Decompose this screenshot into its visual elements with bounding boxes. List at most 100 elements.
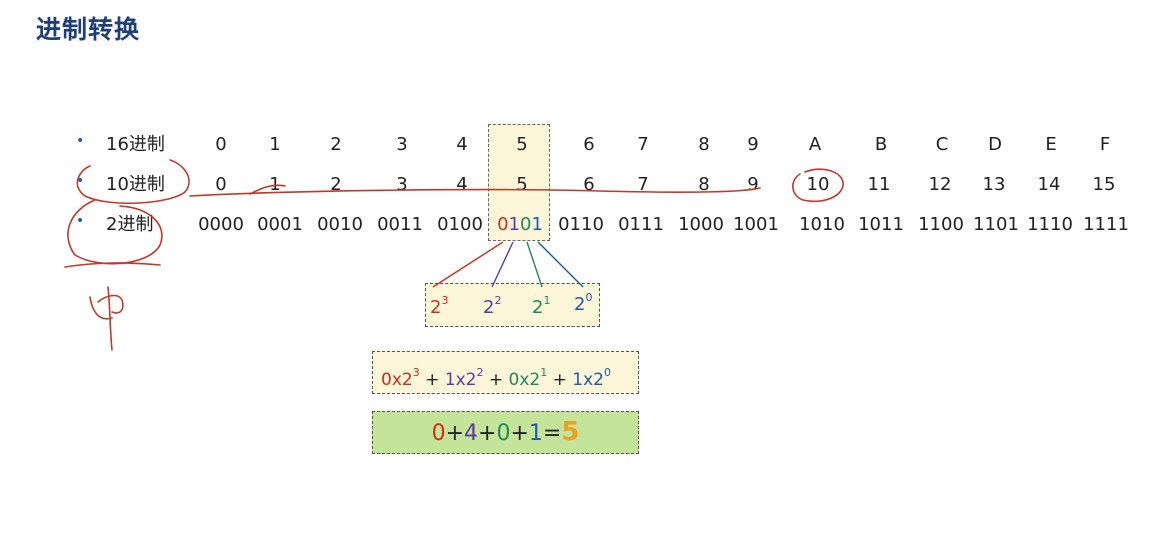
bin-cell: 0000 [198, 214, 244, 235]
bin-cell: 1101 [973, 214, 1019, 235]
dec-row-strike [189, 187, 761, 197]
hex-cell: B [874, 134, 888, 155]
ten-circle [792, 168, 844, 202]
hex-cell: D [988, 134, 1002, 155]
dec-cell: 0 [215, 174, 227, 195]
bin-cell: 0011 [377, 214, 423, 235]
bin-cell: 1100 [918, 214, 964, 235]
plus-sign: + [445, 421, 465, 446]
hex-cell: 4 [456, 134, 468, 155]
bin-digit-4s: 1 [508, 214, 520, 235]
plus-sign: + [510, 421, 529, 446]
bin-cell: 1010 [799, 214, 845, 235]
bin-cell: 1110 [1027, 214, 1073, 235]
page-title: 进制转换 [36, 15, 141, 44]
bin-digit-1s: 1 [531, 214, 543, 235]
hex-cell: 0 [215, 134, 227, 155]
expr-term: 1x20 [572, 366, 611, 390]
powers-box: 23 22 21 20 [425, 283, 600, 327]
underline-stroke [64, 262, 161, 268]
hex-cell: F [1099, 134, 1111, 155]
connector-line-purple [491, 241, 514, 288]
dec-cell: 15 [1092, 174, 1116, 195]
dec-row-label: 10进制 [106, 174, 165, 195]
bin-cell: 0001 [257, 214, 303, 235]
bin-cell: 1000 [678, 214, 724, 235]
bin-cell: 1011 [858, 214, 904, 235]
connector-line-blue [537, 241, 584, 288]
connector-line-green [526, 241, 543, 288]
bin-cell: 1001 [733, 214, 779, 235]
dec-cell: 4 [456, 174, 468, 195]
bin-row-label: 2进制 [106, 214, 154, 235]
hex-cell: 2 [330, 134, 342, 155]
dec-cell: 3 [396, 174, 408, 195]
sum-result: 5 [561, 417, 580, 447]
hex-cell: 3 [396, 134, 408, 155]
hex-row: • 16进制 0 1 2 3 4 5 6 7 8 9 A B C D E F [0, 130, 1162, 160]
bullet-icon: • [76, 213, 85, 229]
highlight-column-5 [488, 124, 550, 241]
dec-cell: 7 [637, 174, 649, 195]
power-term: 23 [430, 294, 449, 318]
expr-term: 0x21 [508, 366, 548, 390]
dec-cell: 10 [806, 174, 830, 195]
scribble-2 [107, 286, 113, 351]
hex-cell: 6 [583, 134, 595, 155]
plus-sign: + [425, 370, 440, 390]
bullet-icon: • [76, 133, 85, 149]
bin-cell: 0111 [618, 214, 664, 235]
dec-cell: 9 [747, 174, 759, 195]
strike-flourish [249, 184, 286, 195]
bin-row: • 2进制 0000 0001 0010 0011 0100 0101 0110… [0, 210, 1162, 240]
bin-digit-2s: 0 [520, 214, 532, 235]
hex-cell: 7 [637, 134, 649, 155]
sum-result-box: 0+4+0+1=5 [372, 411, 639, 454]
dec-label-circle [76, 159, 190, 204]
power-term: 20 [574, 291, 593, 315]
hex-cell: E [1045, 134, 1057, 155]
dec-row: • 10进制 0 1 2 3 4 5 6 7 8 9 10 11 12 13 1… [0, 170, 1162, 200]
equals-sign: = [542, 421, 562, 446]
plus-sign: + [478, 421, 497, 446]
dec-cell: 12 [928, 174, 952, 195]
hex-cell: 8 [698, 134, 710, 155]
bin-digit-8s: 0 [497, 214, 509, 235]
plus-sign: + [552, 370, 567, 390]
expr-term: 1x22 [444, 366, 484, 390]
scribble-3 [97, 294, 124, 314]
scribble-1 [89, 296, 113, 320]
bin-cell: 1111 [1083, 214, 1129, 235]
bin-cell: 0010 [317, 214, 363, 235]
connector-line-red [432, 241, 504, 288]
handwritten-marks [64, 159, 844, 351]
power-term: 22 [483, 294, 502, 318]
sum-part: 0 [431, 421, 446, 446]
bin-label-circle [67, 199, 163, 265]
hex-cell: C [935, 134, 949, 155]
expr-term: 0x23 [381, 366, 420, 390]
dec-cell: 2 [330, 174, 342, 195]
dec-cell: 14 [1037, 174, 1061, 195]
sum-part: 1 [528, 421, 543, 446]
dec-cell: 1 [269, 174, 281, 195]
hex-row-label: 16进制 [106, 134, 165, 155]
dec-cell: 11 [867, 174, 891, 195]
plus-sign: + [488, 370, 504, 390]
sum-part: 0 [496, 421, 511, 446]
dec-cell: 5 [516, 174, 528, 195]
bullet-icon: • [76, 173, 85, 189]
bin-cell: 0100 [437, 214, 483, 235]
connector-lines [432, 241, 584, 288]
dec-cell: 6 [583, 174, 595, 195]
hex-cell: 5 [516, 134, 528, 155]
power-term: 21 [532, 294, 551, 318]
hex-cell: A [808, 134, 822, 155]
hex-cell: 9 [747, 134, 759, 155]
bin-cell-highlighted: 0101 [497, 210, 543, 240]
dec-cell: 8 [698, 174, 710, 195]
sum-part: 4 [464, 421, 479, 446]
dec-cell: 13 [982, 174, 1006, 195]
hex-cell: 1 [269, 134, 281, 155]
